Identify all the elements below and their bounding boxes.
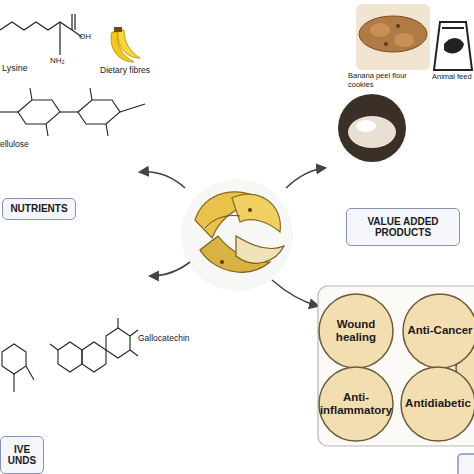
category-box: NUTRIENTS <box>2 198 76 220</box>
benefit-circle: Wound healing <box>318 293 394 369</box>
category-box: IVE UNDS <box>0 436 44 474</box>
compound-structure <box>2 344 34 392</box>
category-title: IVE UNDS <box>5 444 39 467</box>
cellulose-structure <box>0 88 145 136</box>
item-label: Animal feed <box>432 73 474 82</box>
benefit-circle: Anti-Cancer <box>402 293 474 369</box>
cookies-image <box>356 4 430 70</box>
item-label: ellulose <box>0 140 50 150</box>
atom-label: OH <box>79 32 99 41</box>
benefit-text: Anti-Cancer <box>405 324 474 337</box>
banana-peel-image <box>181 179 293 291</box>
banana-icon <box>111 27 140 62</box>
atom-label: NH₂ <box>50 56 74 65</box>
gallocatechin-structure <box>50 318 138 372</box>
benefit-circle: Anti- inflammatory <box>318 366 394 442</box>
group-frame <box>318 286 474 446</box>
benefit-text: Antidiabetic <box>401 397 474 410</box>
item-label: Banana peel flour cookies <box>348 72 428 89</box>
benefit-text: Wound healing <box>323 318 389 344</box>
item-label: Gallocatechin <box>138 334 218 344</box>
category-title: NUTRIENTS <box>3 203 75 215</box>
feed-bag-icon <box>434 22 472 70</box>
circle-shape <box>403 294 474 368</box>
flour-image <box>338 94 406 162</box>
lysine-structure <box>0 14 82 55</box>
circle-shape <box>319 367 393 441</box>
benefit-text: Anti- inflammatory <box>319 391 393 417</box>
category-title: VALUE ADDED PRODUCTS <box>353 216 453 239</box>
item-label: Lysine <box>2 63 52 73</box>
arrows <box>140 168 325 306</box>
circle-shape <box>319 294 393 368</box>
benefit-circle: Antidiabetic <box>400 366 474 442</box>
item-label: Dietary fibres <box>100 66 170 76</box>
group-label-box <box>458 454 474 474</box>
circle-shape <box>401 367 474 441</box>
category-box: VALUE ADDED PRODUCTS <box>346 208 460 246</box>
